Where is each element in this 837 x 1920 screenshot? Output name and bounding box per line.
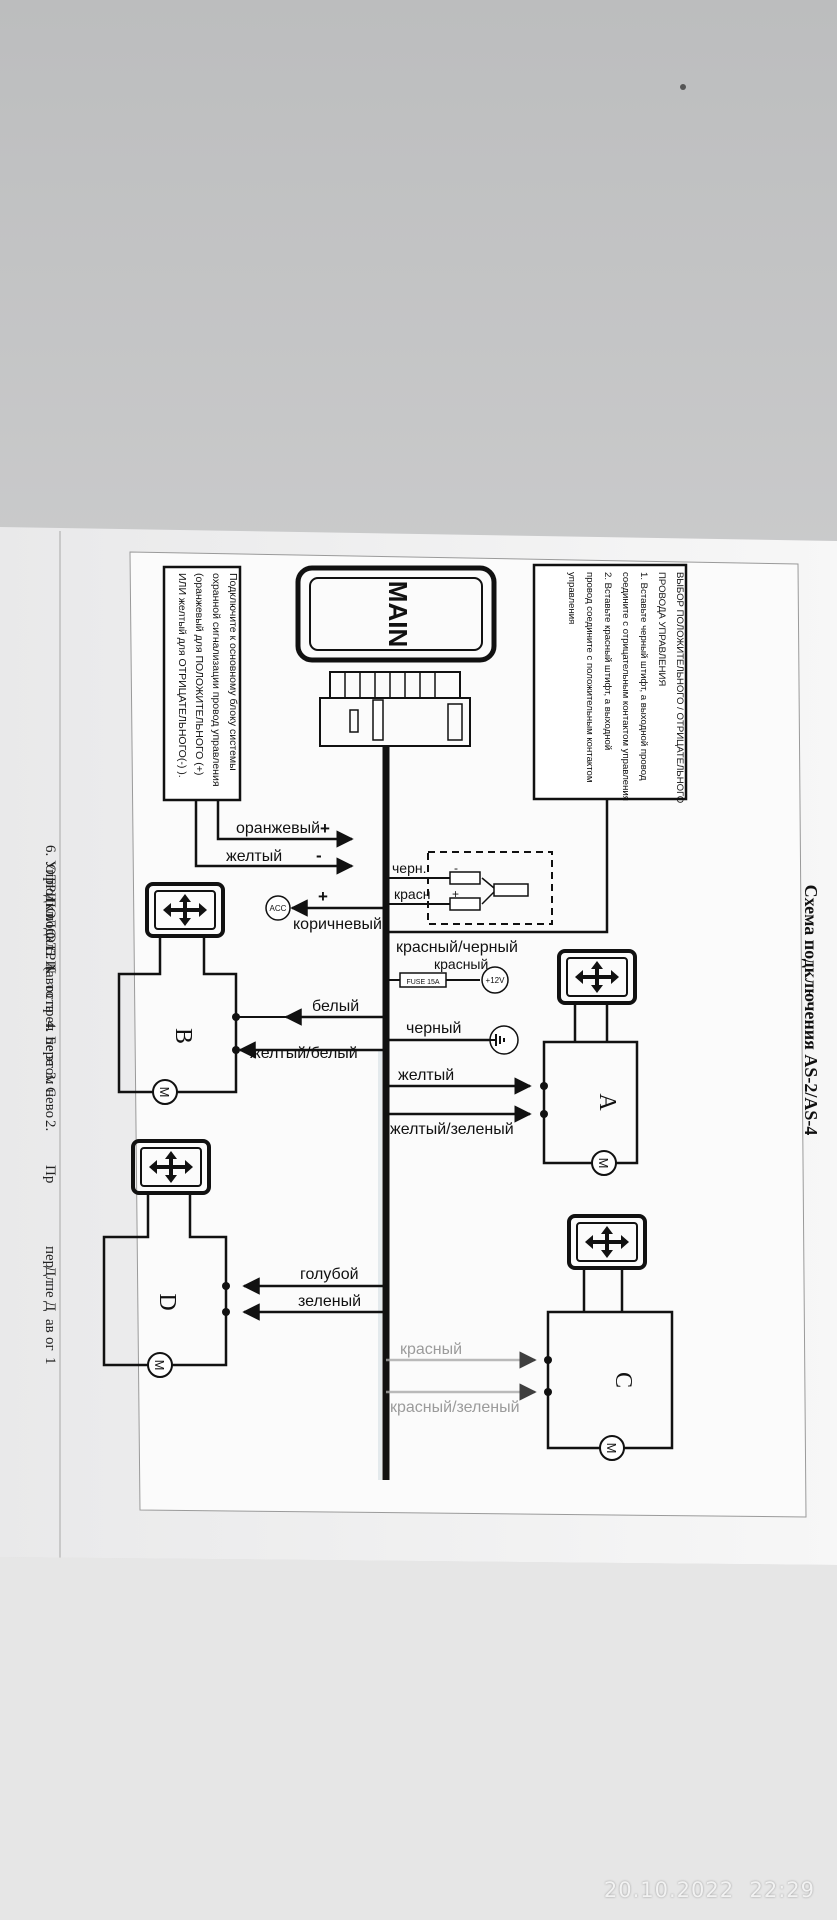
motor-c-label: M [604,1443,619,1454]
polarity-note-line: управления [566,572,577,624]
photo-timestamp: 20.10.2022 22:29 [604,1878,815,1902]
left-page-fragment: ог [42,1337,58,1351]
left-page-fragment: ОТРИ [42,932,58,971]
left-page-fragment: ОТРИ [42,864,58,903]
speck [680,84,686,90]
wire-white-label: белый [312,998,359,1015]
wire-red-c-label: красный [400,1341,462,1358]
control-wire-note-line: (оранжевый для ПОЛОЖИТЕЛЬНОГО (+) [193,573,205,775]
battery-terminal: +12V [481,966,509,994]
ground-symbol [489,1025,519,1055]
left-page-fragment: 5. N [42,948,58,974]
left-page-fragment: ав [42,1319,58,1333]
wire-blue-label: голубой [300,1266,359,1283]
main-label: MAIN [383,581,413,647]
left-page-fragment: 2. [42,1120,58,1131]
acc-terminal: ACC [265,895,291,921]
brown-plus: + [318,887,328,906]
polarity-note-line: ПРОВОДА УПРАВЛЕНИЯ [656,572,667,686]
polarity-note-line: 1. Вставьте черный штифт, а выходной про… [638,572,649,781]
battery-label: +12V [486,976,506,985]
acc-label: ACC [270,904,287,913]
left-page-fragment: ПОЛО [42,897,58,939]
control-wire-note: Подключите к основному блоку системы охра… [162,565,242,802]
photo-date: 20.10.2022 [603,1878,735,1902]
motor-d-label: M [152,1360,167,1371]
left-page-fragment: оста [42,985,58,1013]
left-page-fragment: 1 [42,1357,58,1365]
motor-a-label: M [596,1158,611,1169]
wire-yellow-label: желтый [226,848,282,865]
wire-black-label: черный [406,1020,461,1037]
left-page-fragment: 4. Бе [42,1021,58,1052]
wire-yellow-white-label: желтый/белый [250,1045,358,1062]
minus-sign: - [316,846,322,865]
control-wire-note-line: охранной сигнализации провод управления [210,573,222,787]
actuator-b-label: B [170,1028,196,1044]
wire-red-label: красный [434,956,488,972]
actuator-a: M A [540,949,639,1176]
actuator-b: M B [117,882,286,1105]
photo-time: 22:29 [749,1878,815,1902]
left-page-fragment: пер [42,1246,58,1268]
control-wire-note-line: Подключите к основному блоку системы [227,573,239,771]
actuator-a-label: A [594,1093,620,1111]
left-page-fragment: преп [42,1001,58,1031]
left-page-fragment: нево [42,1089,58,1118]
polarity-note-line: ВЫБОР ПОЛОЖИТЕЛЬНОГО / ОТРИЦАТЕЛЬНОГО [674,572,685,803]
wire-yellow-a-label: желтый [398,1067,454,1084]
left-page-fragment: 3. С [42,1072,58,1097]
actuator-c: M C [544,1214,674,1461]
wire-red-short-label: красн [394,886,430,902]
wire-green-label: зеленый [298,1293,361,1310]
actuator-d: M D [102,1139,230,1378]
left-page-fragment: Пр [42,1165,58,1183]
svg-text:+: + [452,887,459,901]
polarity-pin-selector: - + [386,851,553,925]
wire-yellow-green-label: желтый/зеленый [390,1121,514,1138]
left-page-fragment: Д [42,1301,58,1311]
motor-b-label: M [157,1087,172,1098]
polarity-note-line: 2. Вставьте красный штифт, а выходной [602,572,613,750]
desk-surface [0,1557,837,1920]
left-page-fragment: пере [42,1037,58,1066]
svg-text:-: - [454,861,458,875]
left-page-fragment: подкл [42,913,58,951]
fuse-label: FUSE 15A [406,979,439,986]
left-page-fragment: 6. Упр [42,845,58,885]
wire-orange-label: оранжевый [236,820,320,837]
wire-red-black-label: красный/черный [396,939,518,956]
wire-red-green-label: красный/зеленый [390,1399,520,1416]
main-module: MAIN [295,565,497,747]
actuator-c-label: C [610,1372,636,1388]
polarity-note-line: соедините с отрицательным контактом упра… [620,572,631,801]
wire-brown-label: коричневый [293,916,382,933]
polarity-note: ВЫБОР ПОЛОЖИТЕЛЬНОГО / ОТРИЦАТЕЛЬНОГО ПРО… [532,563,688,803]
left-page-fragment: (авто [42,966,58,998]
control-wire-note-line: ИЛИ желтый для ОТРИЦАТЕЛЬНОГО(-) ). [176,573,188,778]
left-page-fragment: пе [42,1283,58,1298]
diagram-title: Схема подключения AS-2/AS-4 [801,885,821,1136]
plus-sign: + [320,819,330,838]
left-page-fragment: Дл [42,1266,58,1284]
actuator-d-label: D [154,1293,180,1310]
polarity-note-line: провод соедините с положительным контакт… [584,572,595,782]
fuse: FUSE 15A [399,972,447,988]
wire-black-short-label: черн. [392,860,427,876]
left-page-fragment: подкл [42,880,58,918]
left-page-fragment: этом [42,1055,58,1085]
